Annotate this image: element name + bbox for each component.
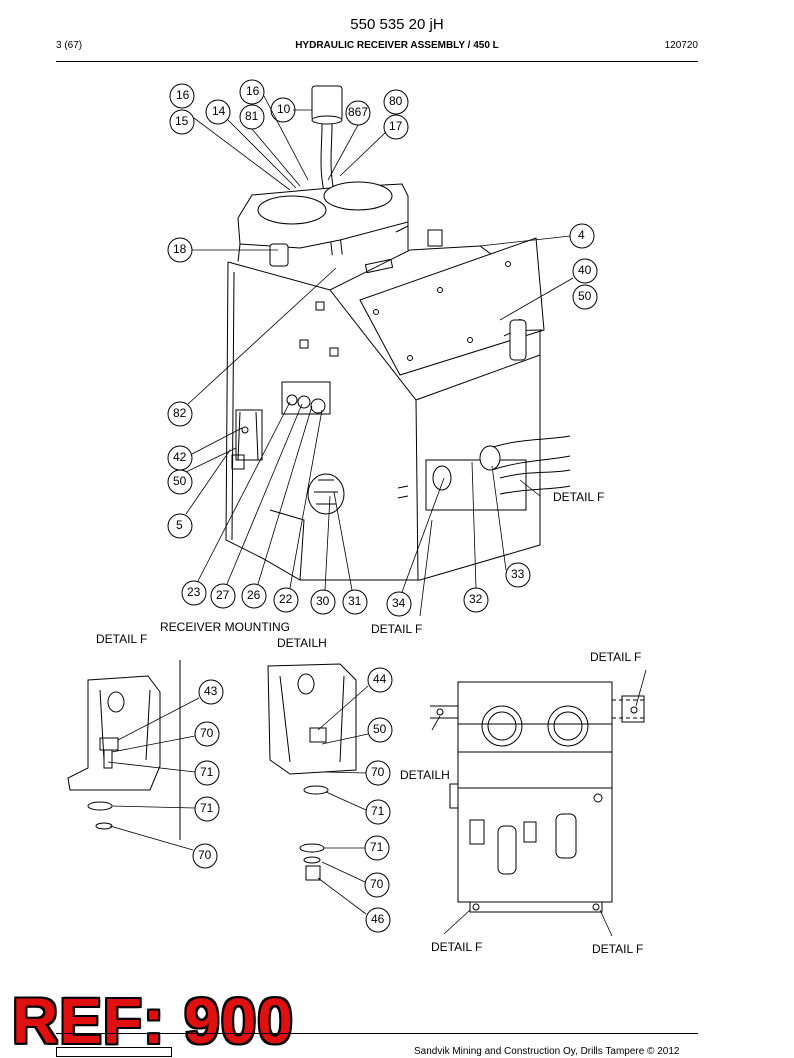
callout-number: 70	[200, 726, 214, 740]
detail-f-label: DETAIL F	[590, 650, 642, 664]
detail-f-bracket-drawing	[67, 660, 224, 869]
footer-copyright: Sandvik Mining and Construction Oy, Dril…	[414, 1046, 680, 1057]
footer-logo	[56, 1047, 172, 1057]
leader-lines	[185, 95, 574, 617]
callout-number: 4	[578, 228, 585, 242]
detail-h-bracket-drawing	[267, 663, 393, 933]
callout-number: 50	[173, 474, 187, 488]
receiver-mounting-label: RECEIVER MOUNTING	[160, 620, 291, 634]
callout-number: 23	[187, 585, 201, 599]
callout-number: 26	[247, 588, 261, 602]
callout-number: 33	[511, 567, 525, 581]
detail-f-label: DETAIL F	[431, 940, 483, 954]
callout-number: 70	[371, 765, 385, 779]
detail-f-label: DETAIL F	[592, 942, 644, 956]
detailh-label: DETAILH	[400, 768, 450, 782]
callout-number: 10	[277, 102, 291, 116]
callout-number: 50	[578, 289, 592, 303]
callout-number: 17	[389, 119, 403, 133]
callout-number: 16	[246, 84, 260, 98]
detail-f-label: DETAIL F	[553, 490, 605, 504]
callout-number: 81	[245, 109, 259, 123]
callout-number: 18	[173, 242, 187, 256]
callout-number: 40	[578, 263, 592, 277]
callout-number: 16	[176, 88, 190, 102]
callout-number: 14	[212, 104, 226, 118]
callout-number: 70	[198, 848, 212, 862]
callout-number: 71	[200, 765, 214, 779]
callout-number: 50	[373, 722, 387, 736]
callout-number: 42	[173, 450, 187, 464]
callout-number: 27	[216, 588, 230, 602]
callout-number: 71	[200, 801, 214, 815]
callout-number: 80	[389, 94, 403, 108]
callout-number: 46	[371, 912, 385, 926]
page-title: HYDRAULIC RECEIVER ASSEMBLY / 450 L	[295, 40, 499, 51]
callout-number: 44	[373, 672, 387, 686]
callout-number: 867	[348, 105, 369, 119]
callout-number: 43	[204, 684, 218, 698]
callout-number: 15	[175, 114, 189, 128]
callout-number: 22	[279, 592, 293, 606]
callout-number: 5	[176, 518, 183, 532]
document-date: 120720	[664, 40, 698, 51]
callout-number: 30	[316, 594, 330, 608]
page-number: 3 (67)	[56, 40, 83, 51]
callout-number: 82	[173, 406, 187, 420]
document-code: 550 535 20 jH	[350, 16, 444, 33]
receiver-top-view-drawing	[430, 669, 647, 937]
detail-f-label: DETAIL F	[96, 632, 148, 646]
detail-f-label: DETAIL F	[371, 622, 423, 636]
callout-number: 32	[469, 592, 483, 606]
footer-rule	[56, 1033, 698, 1034]
callout-number: 31	[348, 594, 362, 608]
main-tank-drawing	[225, 85, 571, 581]
reference-watermark: REF: 900	[12, 985, 294, 1057]
header-rule	[56, 61, 698, 62]
callout-number: 34	[392, 596, 406, 610]
callout-number: 70	[370, 877, 384, 891]
callout-number: 71	[370, 840, 384, 854]
detailh-label: DETAILH	[277, 636, 327, 650]
callout-number: 71	[371, 804, 385, 818]
